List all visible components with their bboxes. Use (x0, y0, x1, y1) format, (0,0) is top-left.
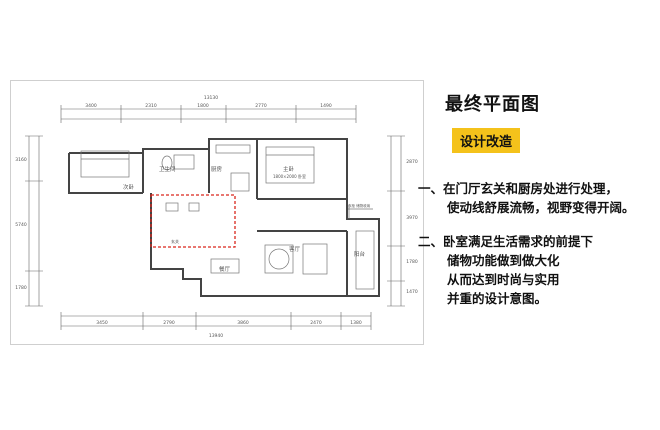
room-label-kitchen: 厨房 (211, 165, 223, 173)
dim-top-3: 1800 (197, 103, 209, 109)
dim-bottom-2: 2790 (163, 320, 175, 326)
floor-plan-drawing: 次卧 卫生间 厨房 主卧 1800×2000 卧室 客厅 餐厅 阳台 玄关 衣柜… (15, 95, 418, 339)
room-label-master-note: 1800×2000 卧室 (273, 173, 306, 179)
dim-top-5: 1490 (320, 103, 332, 109)
dim-right-4: 1470 (406, 289, 418, 295)
room-label-wardrobe: 衣柜 储物收纳 (348, 203, 371, 208)
dim-right-1: 2870 (406, 159, 418, 165)
room-label-entry: 玄关 (171, 238, 179, 244)
dim-bottom-3: 3860 (237, 320, 249, 326)
room-label-dining: 餐厅 (219, 265, 231, 273)
note-line-5: 从而达到时尚与实用 (447, 272, 560, 287)
dim-top-2: 2310 (145, 103, 157, 109)
dim-right-3: 1780 (406, 259, 418, 265)
dim-top-total: 13130 (204, 95, 218, 101)
dim-bottom-4: 2470 (310, 320, 322, 326)
room-label-bedroom2: 次卧 (123, 183, 135, 191)
floor-plan-frame: 次卧 卫生间 厨房 主卧 1800×2000 卧室 客厅 餐厅 阳台 玄关 衣柜… (10, 80, 424, 345)
room-label-bathroom: 卫生间 (159, 165, 176, 173)
dim-left-3: 1780 (15, 285, 27, 291)
note-line-3: 二、卧室满足生活需求的前提下 (418, 234, 594, 249)
kitchen-entry-highlight (150, 194, 236, 248)
page-title: 最终平面图 (445, 94, 540, 115)
room-label-master: 主卧 (283, 165, 295, 173)
dim-bottom-5: 1380 (350, 320, 362, 326)
note-line-4: 储物功能做到做大化 (447, 253, 560, 268)
dim-right-2: 3970 (406, 215, 418, 221)
dim-bottom-1: 3450 (96, 320, 108, 326)
note-line-6: 并重的设计意图。 (447, 291, 548, 306)
note-line-1: 一、在门厅玄关和厨房处进行处理， (418, 181, 619, 196)
dim-top-4: 2770 (255, 103, 267, 109)
room-label-balcony: 阳台 (354, 250, 366, 258)
dim-top-1: 3400 (85, 103, 97, 109)
note-line-2: 使动线舒展流畅，视野变得开阔。 (447, 200, 635, 215)
dim-left-1: 3160 (15, 157, 27, 163)
room-label-living: 客厅 (289, 245, 301, 253)
design-badge: 设计改造 (452, 128, 521, 153)
dim-left-2: 5740 (15, 222, 27, 228)
dim-bottom-total: 13940 (209, 333, 223, 339)
